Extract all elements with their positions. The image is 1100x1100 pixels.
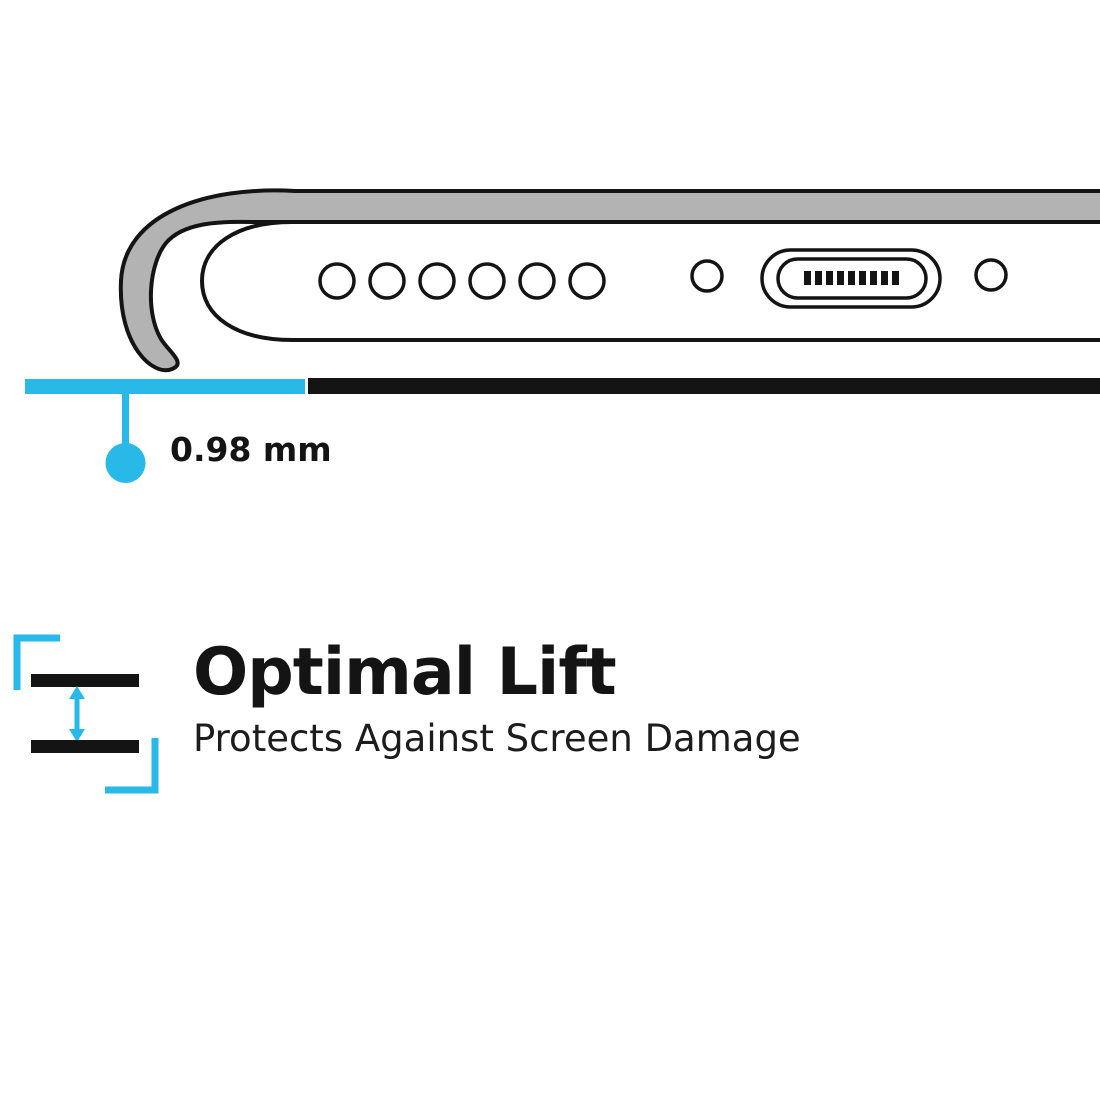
screw-icon: [974, 258, 1008, 292]
corner-bracket-top-left-icon: [13, 634, 60, 690]
surface-line-dark: [308, 378, 1100, 394]
double-arrow-icon: [69, 686, 85, 742]
phone-body: [200, 220, 1100, 342]
corner-bracket-bottom-right-icon: [105, 738, 159, 794]
feature-subtitle: Protects Against Screen Damage: [193, 717, 801, 760]
surface-line-accent: [25, 379, 305, 394]
bottom-bar: [31, 740, 139, 753]
feature-section: Optimal Lift Protects Against Screen Dam…: [5, 628, 801, 798]
phone-bottom-edge-illustration: [25, 188, 1100, 483]
measurement-marker-icon: [105, 393, 146, 483]
top-bar: [31, 674, 139, 687]
speaker-holes-icon: [318, 262, 606, 300]
charging-port-icon: [760, 248, 942, 309]
feature-text: Optimal Lift Protects Against Screen Dam…: [193, 628, 801, 760]
port-pins: [804, 271, 899, 285]
lift-gap-icon: [13, 634, 159, 794]
measurement-label: 0.98 mm: [170, 430, 332, 469]
screw-icon: [690, 259, 724, 293]
case-lip-icon: [118, 188, 1100, 373]
feature-title: Optimal Lift: [193, 635, 617, 710]
